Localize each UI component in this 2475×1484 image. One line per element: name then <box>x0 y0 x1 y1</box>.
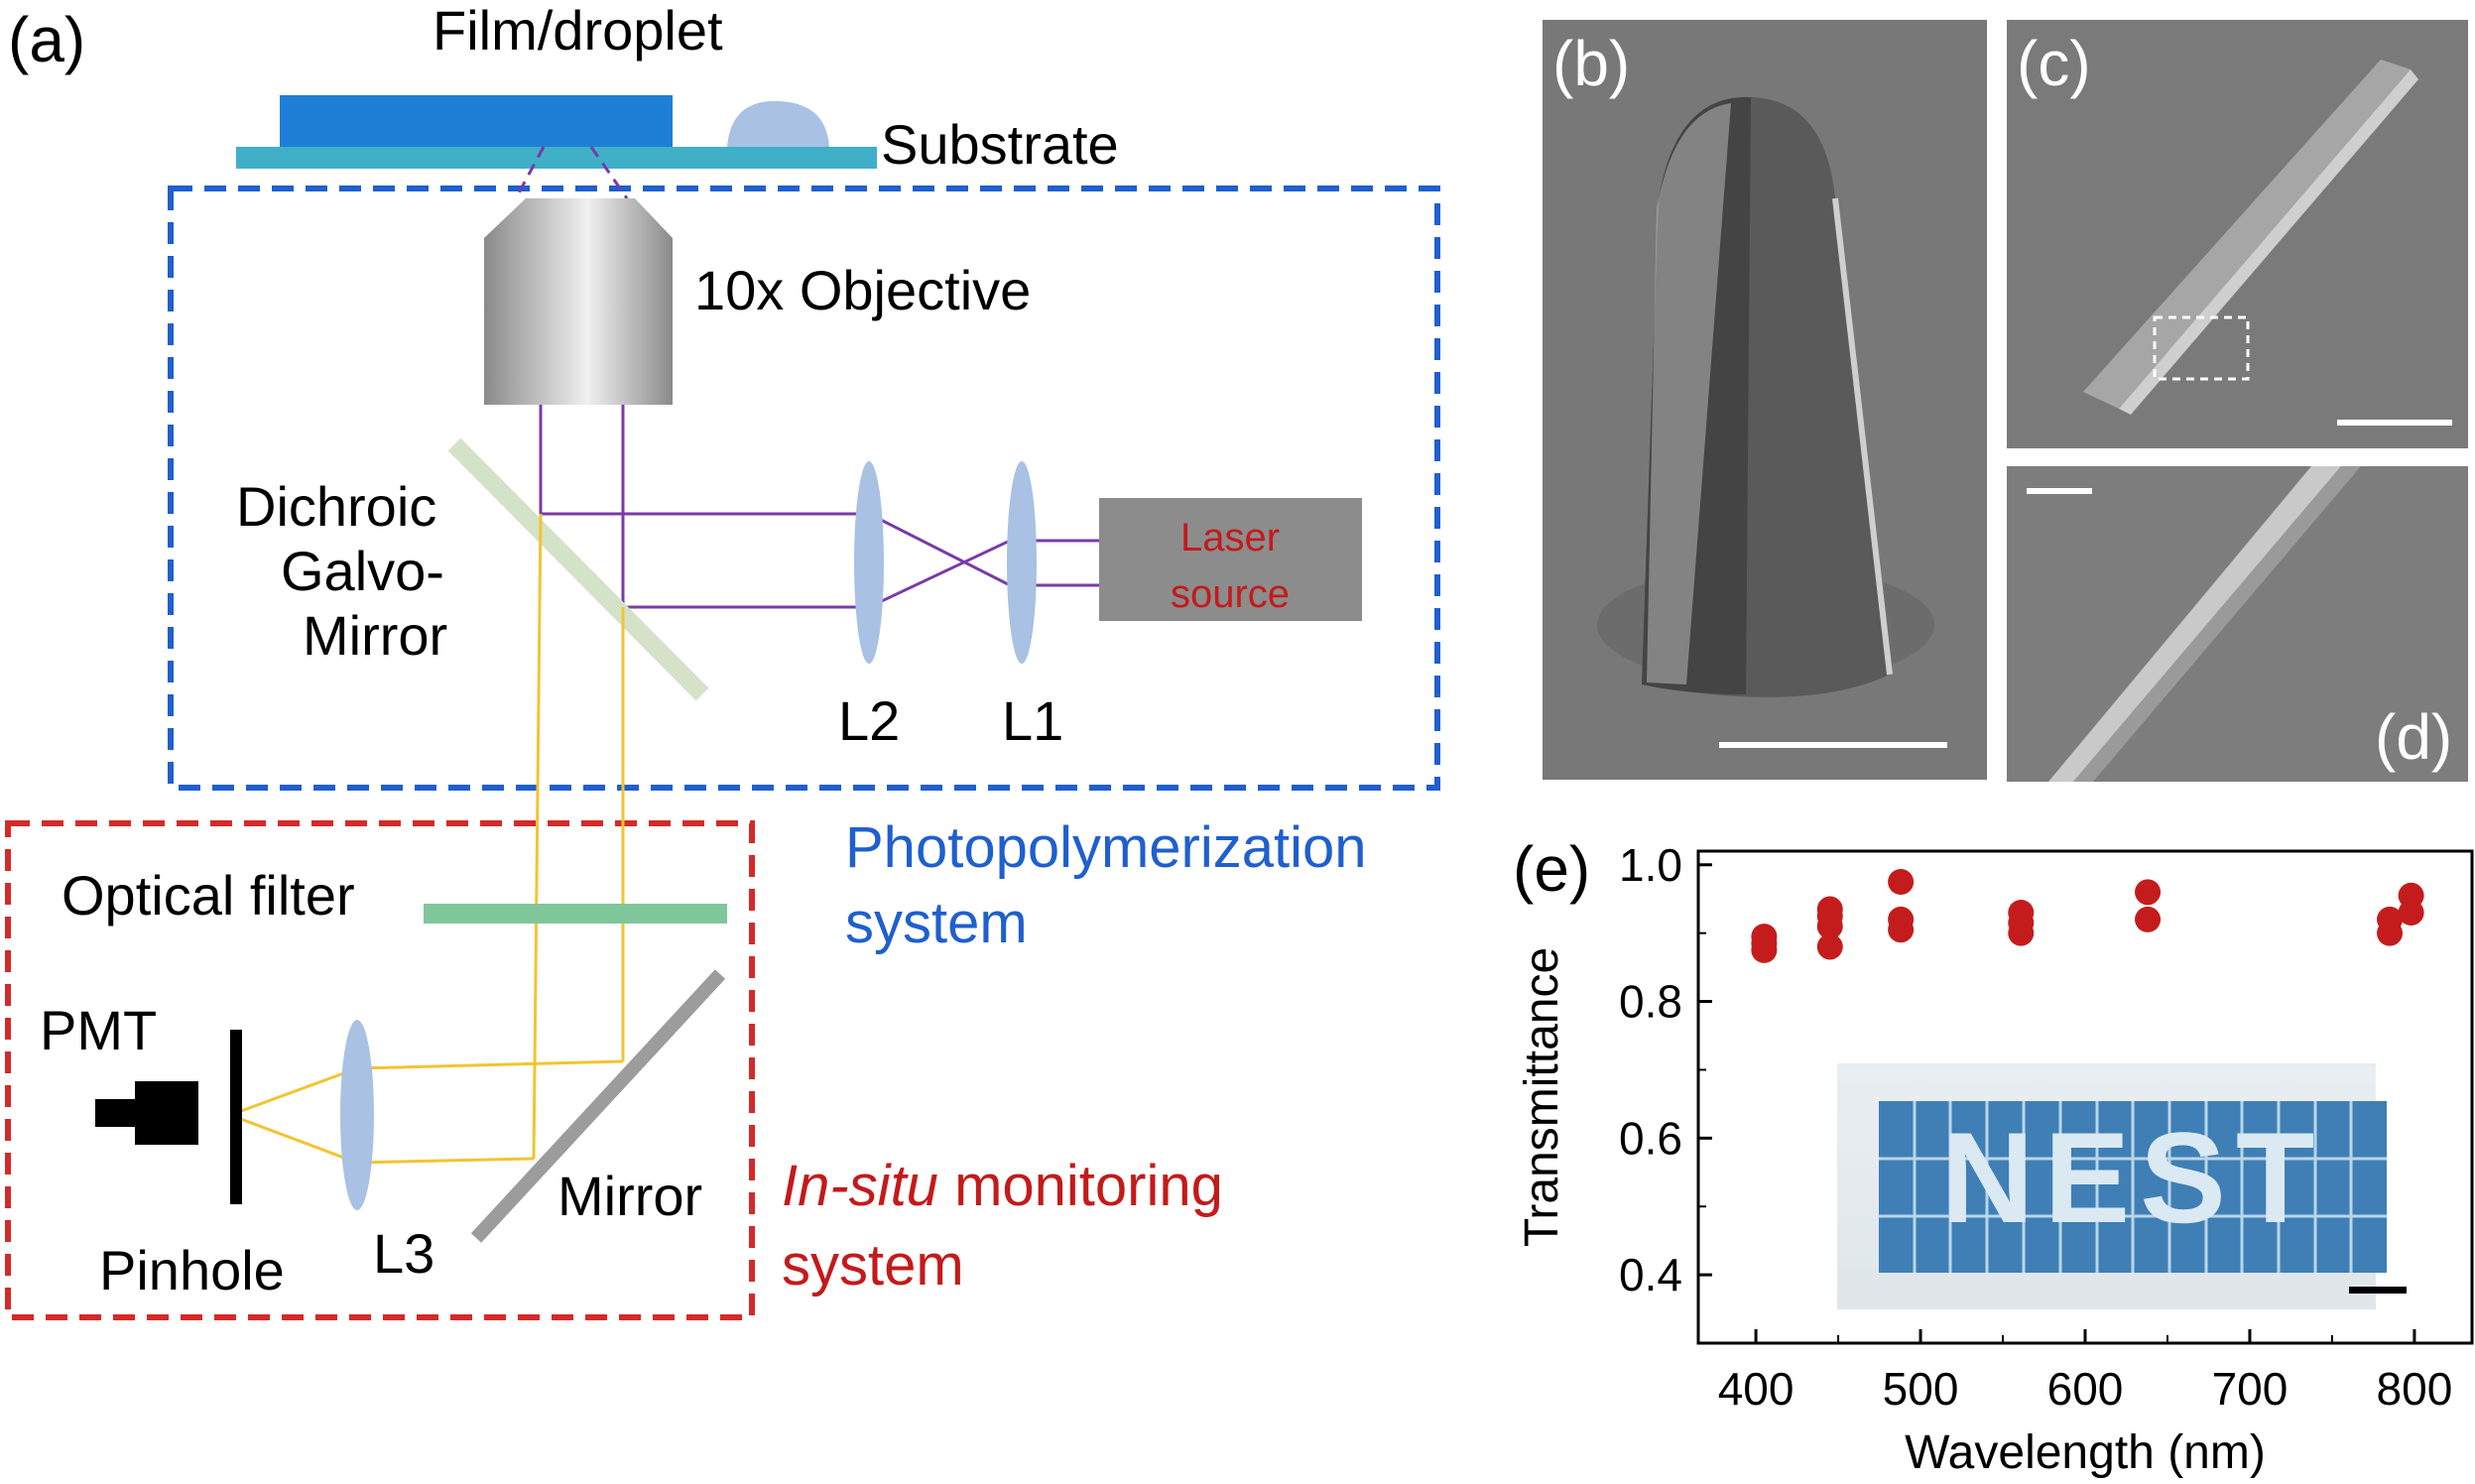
beam-cross-2 <box>868 539 1011 609</box>
chart-inset-photo: NEST <box>1837 1063 2407 1309</box>
chart-ticks: 400 500 600 700 800 0.4 0.6 0.8 1.0 <box>1619 839 2452 1415</box>
mirror-label: Mirror <box>557 1165 702 1227</box>
objective-label: 10x Objective <box>694 259 1031 321</box>
lens-l2-label: L2 <box>838 689 900 752</box>
x-tick-label: 800 <box>2377 1363 2453 1415</box>
sem-image-c <box>2007 20 2468 448</box>
x-tick-label: 400 <box>1718 1363 1794 1415</box>
film-layer <box>280 95 673 147</box>
pinhole <box>230 1030 242 1204</box>
chart-y-axis-label: Transmittance <box>1516 947 1568 1247</box>
data-point <box>2377 906 2404 932</box>
y-tick-label: 0.8 <box>1619 976 1682 1028</box>
beam-cross-1 <box>868 512 1011 587</box>
mirror <box>470 969 726 1243</box>
monitoring-box <box>5 820 755 1320</box>
film-droplet-label: Film/droplet <box>433 0 723 62</box>
y-tick-label: 0.6 <box>1619 1112 1682 1164</box>
laser-source-box <box>1099 498 1362 621</box>
pmt-tail <box>95 1099 137 1127</box>
panel-b-label: (b) <box>1552 28 1630 99</box>
laser-label-line2: source <box>1171 572 1290 616</box>
x-tick-label: 600 <box>2047 1363 2124 1415</box>
data-point <box>2135 879 2162 906</box>
sem-image-b <box>1543 20 1987 780</box>
data-point <box>2398 882 2424 909</box>
signal-focus-1 <box>229 1066 358 1117</box>
insitu-label-line1: In-situ monitoring <box>782 1154 1223 1218</box>
x-tick-label: 700 <box>2212 1363 2289 1415</box>
lens-l3-label: L3 <box>373 1222 434 1285</box>
lens-l2 <box>854 461 884 664</box>
photopolymerization-label-line1: Photopolymerization <box>845 815 1367 880</box>
insitu-label-line2: system <box>782 1233 964 1298</box>
data-point <box>1888 869 1915 895</box>
chart-points <box>1751 869 2424 963</box>
sem-image-d <box>2007 466 2468 782</box>
dichroic-galvo-mirror <box>447 437 709 701</box>
lens-l1-label: L1 <box>1002 689 1063 752</box>
signal-return-1 <box>356 1059 624 1070</box>
chart-x-axis-label: Wavelength (nm) <box>1905 1426 2266 1479</box>
data-point <box>1888 906 1915 932</box>
x-tick-label: 500 <box>1883 1363 1959 1415</box>
beam-focus-right <box>589 146 629 199</box>
signal-return-2 <box>356 1157 535 1165</box>
substrate-plate <box>236 147 877 169</box>
panel-d-label: (d) <box>2375 701 2452 773</box>
optical-filter <box>424 904 727 924</box>
substrate-label: Substrate <box>881 113 1119 176</box>
beam-focus-left <box>514 146 546 199</box>
y-tick-label: 1.0 <box>1619 839 1682 891</box>
dichroic-label-line2: Galvo- <box>281 540 444 602</box>
data-point <box>2008 900 2035 926</box>
panel-a-label: (a) <box>8 4 85 75</box>
lens-l1 <box>1007 461 1037 664</box>
insitu-rest: monitoring <box>938 1154 1223 1218</box>
dichroic-label-line3: Mirror <box>303 604 447 667</box>
lens-l3 <box>340 1020 374 1210</box>
objective-lens <box>484 198 673 405</box>
panel-c-label: (c) <box>2017 28 2091 99</box>
signal-focus-2 <box>229 1113 358 1165</box>
pmt-label: PMT <box>40 999 157 1061</box>
panel-e-label: (e) <box>1513 833 1590 905</box>
data-point <box>1816 896 1843 923</box>
data-point <box>1751 924 1778 950</box>
data-point <box>2135 906 2162 932</box>
signal-path-1 <box>532 513 543 1160</box>
droplet <box>727 100 829 147</box>
dichroic-label-line1: Dichroic <box>236 475 436 538</box>
y-tick-label: 0.4 <box>1619 1249 1682 1300</box>
pinhole-label: Pinhole <box>99 1239 285 1301</box>
insitu-italic: In-situ <box>782 1154 938 1218</box>
photopolymerization-box <box>168 186 1440 791</box>
data-point <box>1816 933 1843 960</box>
inset-nest-text: NEST <box>1941 1105 2325 1250</box>
photopolymerization-label-line2: system <box>845 891 1028 955</box>
optical-filter-label: Optical filter <box>62 864 355 927</box>
laser-label-line1: Laser <box>1180 516 1280 559</box>
pmt-body <box>135 1081 198 1145</box>
